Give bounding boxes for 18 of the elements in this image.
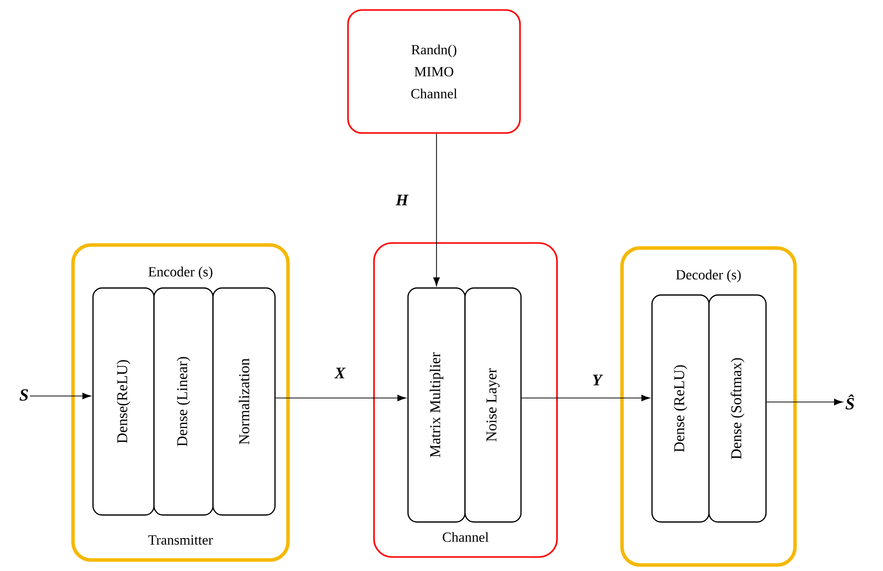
edge-label: H <box>394 194 410 206</box>
layer-box: Dense (Linear) <box>153 287 214 516</box>
layer-box: Dense(ReLU) <box>92 287 155 516</box>
arrow <box>30 392 92 400</box>
layer-box: Dense (Softmax) <box>708 294 767 523</box>
signal-symbol: S <box>20 389 28 401</box>
layer-box: Normalization <box>212 287 276 516</box>
arrow <box>766 398 843 406</box>
signal-symbol: Ŝ <box>846 394 854 410</box>
layer-box: Matrix Multiplier <box>407 287 466 523</box>
arrow <box>521 394 650 402</box>
arrow <box>433 133 440 286</box>
layer-box: Noise Layer <box>464 287 522 523</box>
edge-label: X <box>334 366 346 380</box>
edge-label: Y <box>591 374 604 386</box>
channel-model-box: Randn() MIMO Channel <box>347 9 521 134</box>
arrow <box>275 394 406 402</box>
layer-box: Dense (ReLU) <box>651 294 710 523</box>
